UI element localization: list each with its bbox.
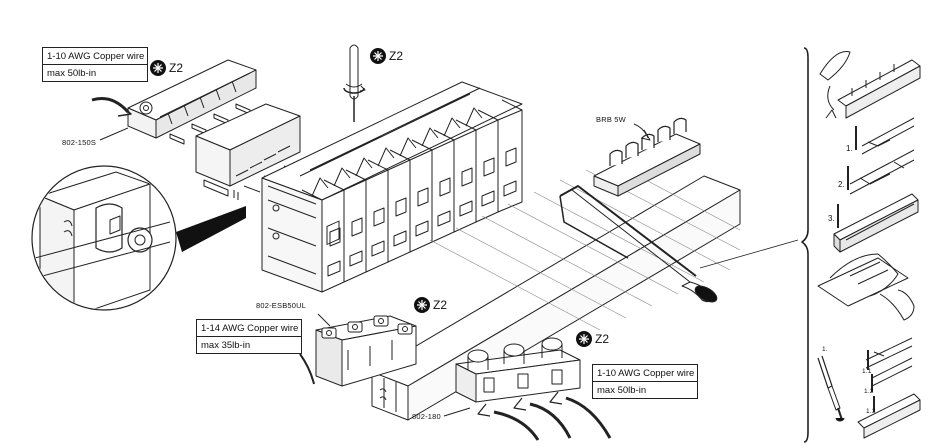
instruction-panel [699, 47, 921, 443]
spec-box-top-left: 1-10 AWG Copper wire max 50lb-in [42, 47, 148, 82]
screwdriver-torx-icon [150, 60, 166, 76]
spec-torque: max 50lb-in [43, 64, 147, 81]
breaker-stack [261, 81, 523, 293]
spec-box-bottom-right: 1-10 AWG Copper wire max 50lb-in [592, 364, 698, 399]
tool-label: Z2 [169, 61, 184, 75]
spec-torque: max 50lb-in [593, 381, 697, 398]
callout-busbar: 802-150S [62, 138, 97, 147]
step-1: 1. [846, 144, 854, 153]
spec-wire-gauge: 1-14 AWG Copper wire [201, 323, 299, 334]
step-2: 2. [838, 180, 846, 189]
spec-wire-gauge: 1-10 AWG Copper wire [47, 51, 145, 62]
tool-badge-lugs: Z2 [576, 331, 609, 347]
step-sub-1: 1. [822, 346, 828, 353]
tool-badge-busbar: Z2 [150, 60, 183, 76]
tool-badge-esb: Z2 [414, 297, 447, 313]
callout-brb: BRB 5W [596, 115, 626, 124]
tool-label: Z2 [595, 332, 610, 346]
spec-torque: max 35lb-in [197, 336, 301, 353]
callout-esb: 802-ESB50UL [256, 301, 307, 310]
step-1-3: 1.3 [866, 408, 876, 415]
tool-label: Z2 [389, 49, 404, 63]
callout-lugs: 802-180 [412, 412, 441, 421]
step-1-1: 1.1 [862, 368, 872, 375]
tool-badge-breakers: Z2 [370, 48, 403, 64]
lug-block-802-180 [455, 337, 612, 441]
spec-wire-gauge: 1-10 AWG Copper wire [597, 368, 695, 379]
brb-5w-comb [593, 117, 701, 197]
hacksaw [559, 185, 718, 303]
leader-lugs [443, 407, 471, 417]
zoom-detail [31, 165, 246, 311]
spec-box-mid-left: 1-14 AWG Copper wire max 35lb-in [196, 319, 302, 354]
leader-esb [317, 313, 331, 327]
screwdriver-torx-icon [370, 48, 386, 64]
step-1-2: 1.2 [864, 388, 874, 395]
busbar-cover [195, 103, 301, 200]
screwdriver-torx-icon [414, 297, 430, 313]
screwdriver-torx-icon [576, 331, 592, 347]
step-3: 3. [828, 214, 836, 223]
leader-busbar [99, 127, 129, 141]
busbar-802-150s [91, 59, 257, 145]
esb50ul-terminal [299, 315, 417, 387]
screwdriver-top [343, 44, 366, 122]
tool-label: Z2 [433, 298, 448, 312]
